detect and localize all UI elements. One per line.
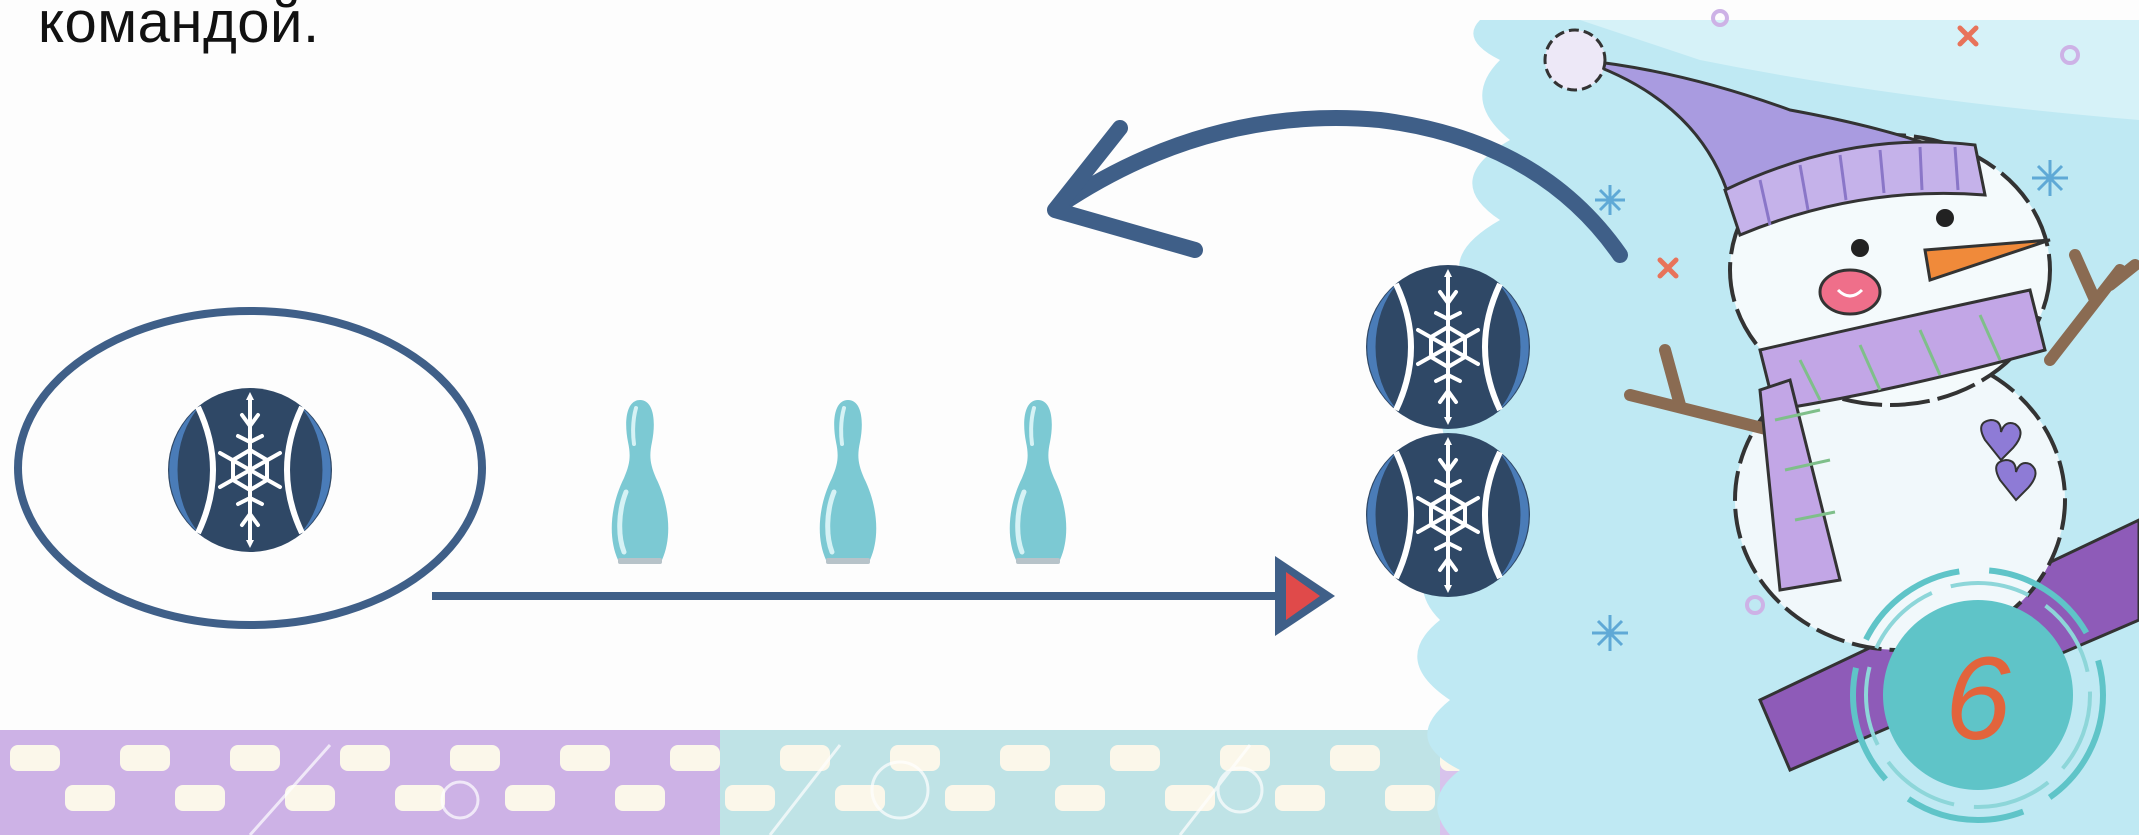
snowflake-ball-icon xyxy=(1366,433,1530,597)
slide-caption-text: командой. xyxy=(38,0,320,52)
snowflake-ball-icon xyxy=(168,388,332,552)
snowflake-ball-icon xyxy=(1366,265,1530,429)
page-number: 6 xyxy=(1945,640,2011,758)
straight-right-arrow-icon xyxy=(432,556,1335,636)
bowling-pin-icon xyxy=(1010,400,1067,564)
bowling-pin-icon xyxy=(820,400,877,564)
bowling-pin-icon xyxy=(612,400,669,564)
